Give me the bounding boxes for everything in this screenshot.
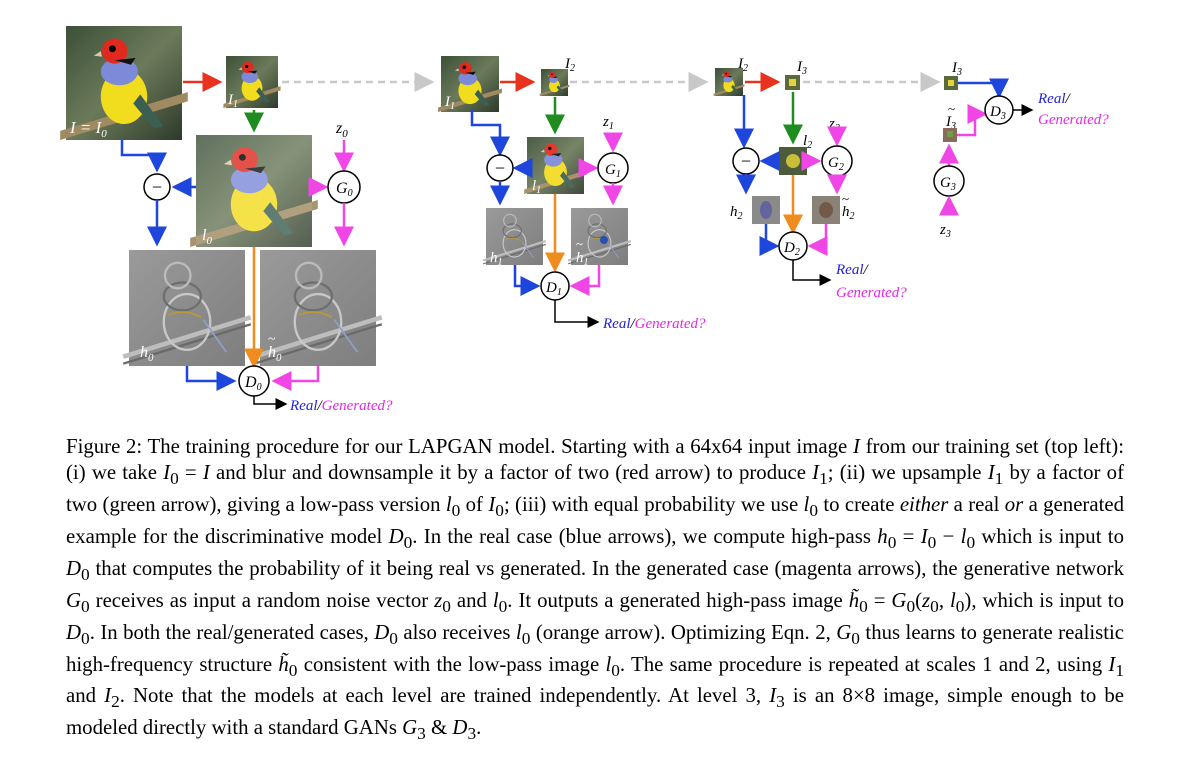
svg-text:h1: h1 — [490, 250, 503, 268]
image-I2 — [713, 68, 745, 96]
svg-text:I3: I3 — [796, 59, 807, 77]
svg-text:l2: l2 — [803, 133, 812, 151]
svg-text:~: ~ — [576, 236, 583, 251]
svg-text:h2: h2 — [730, 204, 743, 222]
svg-text:D1: D1 — [545, 280, 562, 298]
figure-caption: Figure 2: The training procedure for our… — [66, 434, 1124, 747]
svg-text:I2: I2 — [737, 56, 748, 74]
svg-text:−: − — [495, 158, 505, 178]
svg-text:I3: I3 — [951, 60, 962, 78]
output-label-0: Real/Generated? — [289, 398, 393, 414]
svg-text:D2: D2 — [783, 240, 800, 258]
level-0: I = I0 I1 l0 − z0 G0 h0 — [60, 26, 435, 414]
svg-text:h2: h2 — [842, 204, 855, 222]
output-real-2: Real/ — [835, 262, 870, 278]
image-I2-small — [539, 69, 570, 96]
label-h0-tilde: h0 — [268, 344, 282, 364]
svg-text:z3: z3 — [939, 222, 951, 240]
label-h0: h0 — [140, 344, 154, 364]
label-z0: z0 — [335, 120, 348, 140]
caption-label: Figure 2: — [66, 435, 143, 458]
svg-text:z2: z2 — [828, 116, 840, 134]
svg-text:z1: z1 — [602, 114, 614, 132]
svg-text:−: − — [152, 177, 162, 197]
level-2: I2 I3 l2 − z2 G2 h2 h2 ~ D2 Real/ Ge — [713, 56, 941, 301]
output-real-3: Real/ — [1037, 91, 1072, 107]
level-3: I3 I3 ~ D3 Real/ Generated? G3 z3 — [933, 60, 1109, 240]
blue-arrow-I0-minus — [120, 140, 167, 173]
output-generated-2: Generated? — [836, 285, 907, 301]
svg-text:l1: l1 — [532, 178, 541, 196]
level-1: I1 I2 l1 − z1 G1 h1 h1 ~ D1 Real/Generat… — [438, 56, 709, 332]
svg-text:I1: I1 — [444, 94, 455, 112]
svg-text:G2: G2 — [828, 155, 844, 173]
svg-text:I1: I1 — [227, 92, 238, 110]
svg-text:~: ~ — [268, 332, 276, 347]
label-l0: l0 — [202, 227, 212, 247]
svg-text:I3: I3 — [945, 114, 956, 132]
output-label-1: Real/Generated? — [602, 316, 706, 332]
svg-text:G1: G1 — [605, 162, 621, 180]
svg-text:D0: D0 — [244, 374, 262, 393]
svg-text:~: ~ — [948, 101, 955, 116]
caption-text: Figure 2: The training procedure for our… — [66, 435, 1125, 744]
svg-text:G3: G3 — [940, 175, 956, 193]
svg-text:h1: h1 — [576, 250, 589, 268]
svg-text:G0: G0 — [336, 180, 353, 199]
svg-text:−: − — [741, 151, 751, 171]
svg-text:D3: D3 — [989, 104, 1006, 122]
output-generated-3: Generated? — [1038, 112, 1109, 128]
svg-text:~: ~ — [842, 191, 849, 206]
lapgan-diagram: I = I0 I1 l0 − z0 G0 h0 — [60, 26, 1109, 414]
label-I-eq-I0: I = I0 — [69, 118, 107, 140]
svg-text:I2: I2 — [564, 56, 575, 74]
